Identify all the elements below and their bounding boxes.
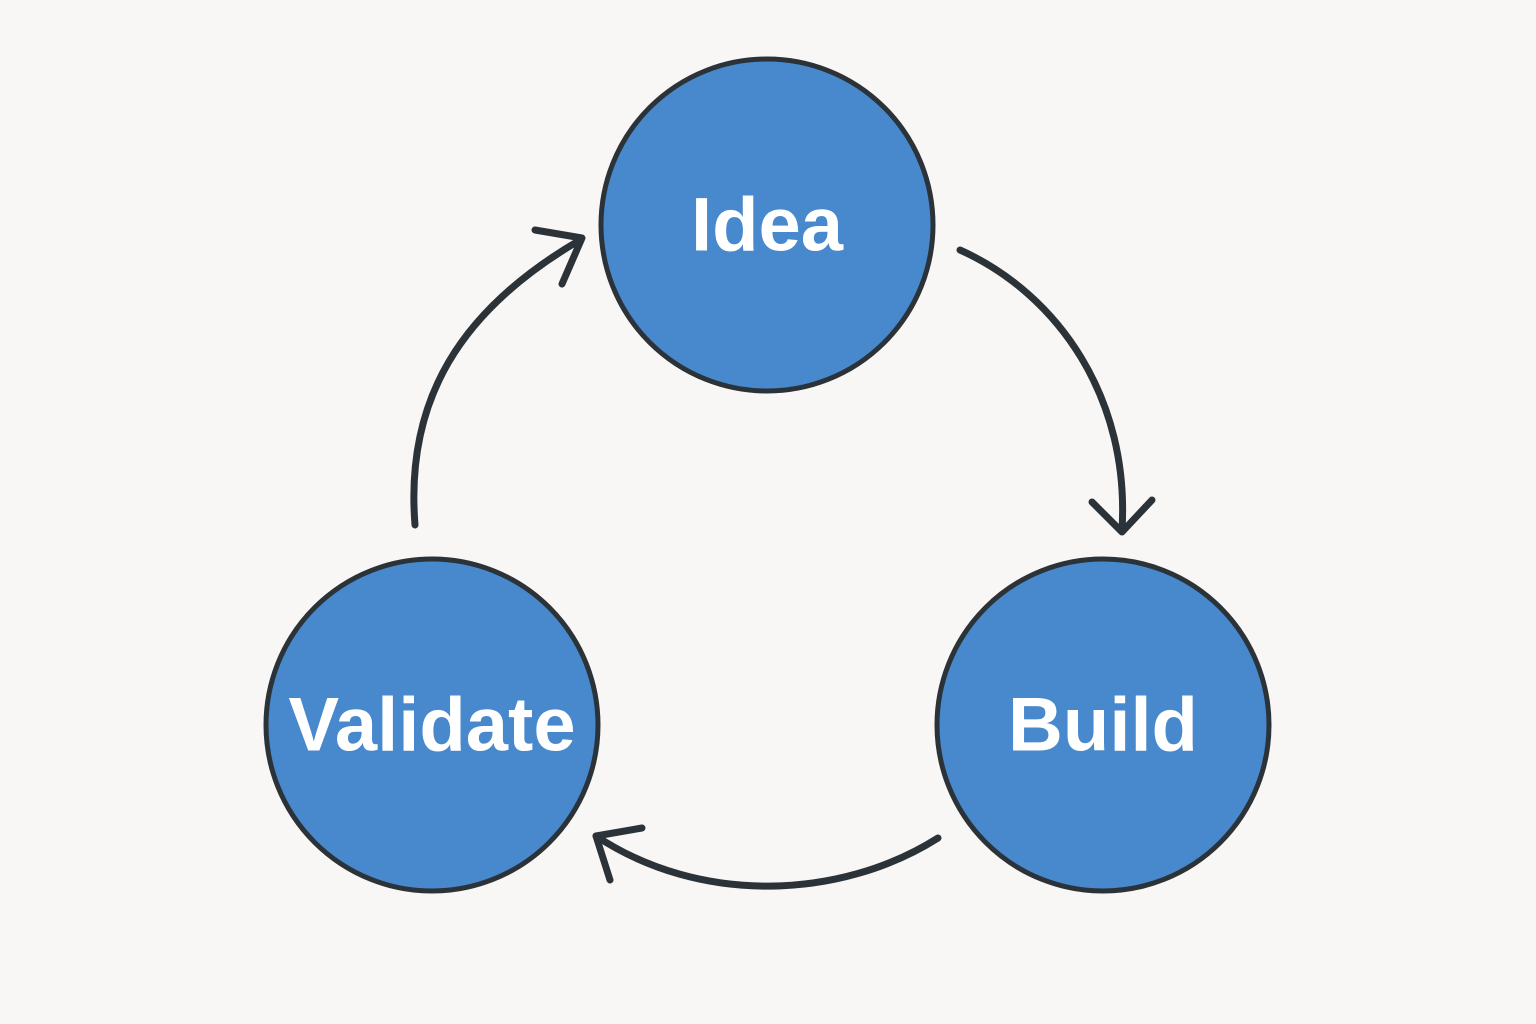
node-build-label: Build — [1008, 683, 1198, 768]
arrow-shaft — [592, 832, 942, 890]
node-build-circle — [934, 556, 1272, 894]
arrow-shaft — [410, 236, 584, 529]
node-validate-circle — [263, 556, 601, 894]
arrow-shaft — [956, 246, 1127, 534]
node-build[interactable]: Build — [934, 556, 1272, 894]
arrowhead-icon — [531, 226, 586, 288]
arrow-build-to-validate — [592, 824, 942, 890]
arrowhead-icon — [1088, 496, 1156, 536]
node-validate[interactable]: Validate — [263, 556, 601, 894]
node-validate-label: Validate — [288, 683, 575, 768]
node-idea-circle — [598, 56, 936, 394]
arrow-validate-to-idea — [410, 226, 586, 529]
node-idea-label: Idea — [691, 183, 844, 268]
node-idea[interactable]: Idea — [598, 56, 936, 394]
arrowhead-icon — [592, 824, 646, 884]
arrow-idea-to-build — [956, 246, 1156, 536]
